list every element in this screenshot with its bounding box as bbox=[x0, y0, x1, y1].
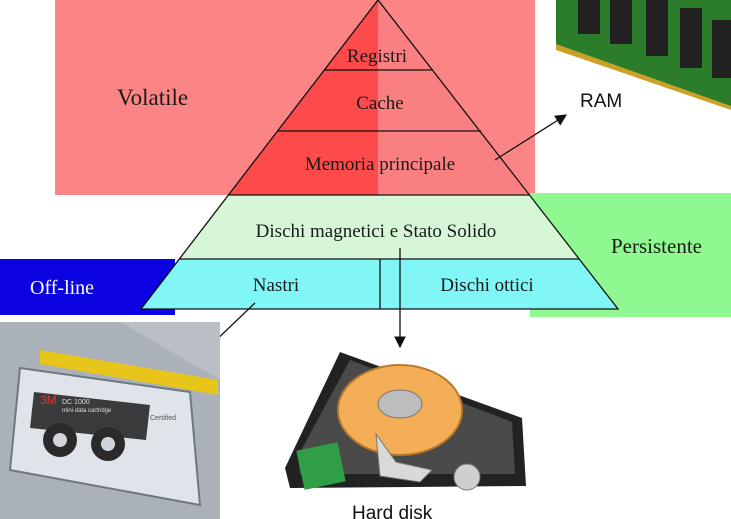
level-tapes: Nastri bbox=[253, 275, 299, 296]
tape-certified: Certified bbox=[150, 415, 176, 422]
harddisk-caption: Hard disk bbox=[352, 503, 433, 519]
level-registers: Registri bbox=[347, 46, 407, 67]
level-disks bbox=[180, 195, 579, 259]
ram-caption: RAM bbox=[580, 91, 622, 112]
offline-label: Off-line bbox=[30, 277, 94, 299]
memory-pyramid: Registri Cache Memoria principale Dischi… bbox=[139, 0, 620, 310]
tape-brand: 3M bbox=[40, 393, 57, 407]
volatile-label: Volatile bbox=[117, 85, 188, 110]
tape-subtitle: mini data cartridge bbox=[62, 408, 112, 414]
ram-module-image bbox=[556, 0, 731, 110]
tape-cartridge-image: 3M DC 1000 mini data cartridge Certified bbox=[0, 322, 220, 519]
level-disks-label: Dischi magnetici e Stato Solido bbox=[256, 221, 497, 242]
persistent-label: Persistente bbox=[611, 234, 702, 258]
tape-model: DC 1000 bbox=[62, 399, 90, 406]
level-cache: Cache bbox=[356, 93, 403, 114]
level-main-memory: Memoria principale bbox=[305, 154, 455, 175]
arrow-to-ram bbox=[494, 114, 567, 161]
hard-disk-image bbox=[285, 352, 526, 491]
level-optical: Dischi ottici bbox=[440, 275, 533, 296]
